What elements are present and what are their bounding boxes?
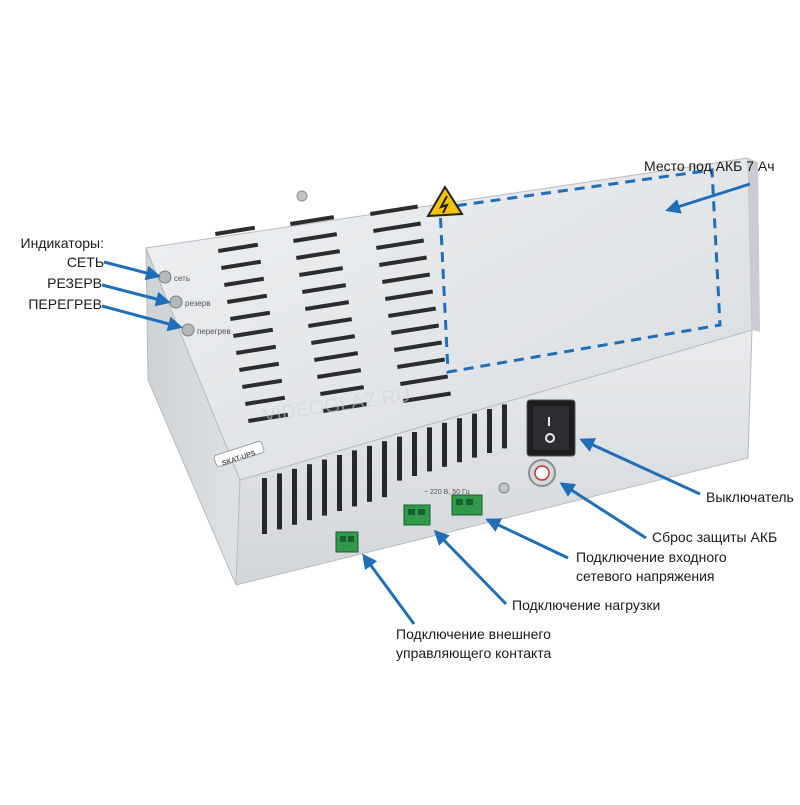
mains-input-connector: [451, 494, 483, 516]
vent-slot: [373, 221, 422, 233]
vent-slot: [245, 395, 286, 406]
vent-slot: [394, 340, 443, 352]
front-slot: [442, 422, 447, 467]
mains-callout-line2: сетевого напряжения: [576, 568, 715, 584]
led-backup: [169, 295, 183, 309]
front-slot: [397, 436, 402, 481]
front-slot: [412, 432, 417, 476]
vent-slot: [302, 283, 347, 294]
led-label-backup: резерв: [185, 299, 210, 308]
front-slot: [487, 409, 492, 453]
front-slot: [457, 418, 462, 463]
vent-slot: [385, 289, 434, 301]
vent-slot: [387, 306, 437, 318]
load-connector: [403, 504, 431, 526]
arrow-switch: [579, 438, 701, 496]
front-slot: [262, 478, 267, 534]
vent-slot: [299, 266, 344, 277]
vent-slot: [370, 204, 419, 216]
vent-slot: [293, 232, 338, 243]
front-slot: [322, 459, 327, 516]
vent-slot: [247, 412, 289, 423]
vent-slot: [308, 317, 353, 328]
vent-slot: [238, 361, 280, 372]
indicators-heading: Индикаторы:: [20, 235, 104, 251]
vent-slot: [314, 351, 359, 362]
vent-slot: [376, 238, 425, 250]
front-slot: [307, 464, 312, 521]
vent-slot: [304, 300, 350, 311]
vent-slot: [378, 255, 428, 267]
load-callout: Подключение нагрузки: [512, 597, 661, 613]
voltage-marking: ~ 220 В, 50 Гц: [424, 489, 470, 496]
vent-slot: [214, 225, 256, 236]
ventilation-grille: [214, 204, 452, 423]
case-front-panel: [235, 329, 753, 586]
vent-slot: [218, 242, 259, 253]
external-callout-line1: Подключение внешнего: [396, 626, 551, 642]
case-right-side: [748, 158, 760, 332]
front-slot: [277, 473, 282, 530]
arrow-reset: [559, 482, 647, 540]
callout-arrows: [101, 182, 751, 625]
front-slot: [367, 445, 372, 502]
vent-slot: [391, 323, 440, 335]
indicator-label-backup: РЕЗЕРВ: [47, 275, 102, 291]
indicator-label-mains: СЕТЬ: [66, 254, 104, 270]
external-callout-line2: управляющего контакта: [396, 645, 552, 661]
battery-compartment-outline: [438, 168, 722, 374]
vent-slot: [226, 293, 268, 304]
vent-slot: [230, 310, 271, 321]
led-label-overheat: перегрев: [197, 327, 231, 336]
vent-slot: [241, 378, 283, 389]
vent-slot: [382, 272, 431, 284]
reset-callout: Сброс защиты АКБ: [652, 529, 778, 545]
battery-callout: Место под АКБ 7 Ач: [644, 158, 775, 174]
battery-reset-button: [528, 459, 556, 487]
front-slot: [427, 427, 432, 472]
front-slot: [292, 468, 297, 525]
led-label-mains: сеть: [174, 274, 190, 283]
arrow-mains: [485, 518, 569, 560]
vent-slot: [311, 334, 356, 345]
front-slot: [337, 455, 342, 511]
arrow-battery: [665, 182, 751, 214]
arrow-indicator-mains: [103, 260, 161, 281]
ground-screw: [498, 482, 510, 494]
arrow-indicator-backup: [101, 283, 171, 307]
vent-slot: [397, 357, 446, 369]
vent-slot: [319, 385, 365, 396]
vent-slot: [224, 276, 265, 287]
vent-slot: [323, 402, 368, 413]
vent-slot: [317, 368, 362, 379]
high-voltage-warning-icon: [426, 185, 464, 218]
front-slot: [472, 413, 477, 458]
arrow-indicator-overheat: [101, 304, 183, 332]
vent-slot: [233, 327, 274, 338]
vent-slot: [235, 344, 277, 355]
led-mains: [158, 270, 172, 284]
indicator-label-overheat: ПЕРЕГРЕВ: [28, 296, 102, 312]
power-switch: [526, 399, 576, 457]
vent-slot: [403, 391, 452, 403]
arrow-external: [362, 553, 416, 625]
front-slot: [382, 441, 387, 498]
indicator-leds: [158, 270, 195, 337]
arrow-load: [433, 529, 508, 606]
front-slot: [502, 404, 507, 449]
external-contact-connector: [335, 531, 359, 553]
top-screw: [296, 190, 308, 202]
vent-slot: [295, 249, 341, 260]
vent-slot: [290, 215, 335, 226]
vent-slot: [400, 374, 449, 386]
front-ventilation-slots: [262, 404, 507, 534]
switch-callout: Выключатель: [706, 489, 794, 505]
vent-slot: [221, 259, 262, 270]
front-slot: [352, 450, 357, 507]
mains-callout-line1: Подключение входного: [576, 549, 727, 565]
led-overheat: [181, 323, 195, 337]
